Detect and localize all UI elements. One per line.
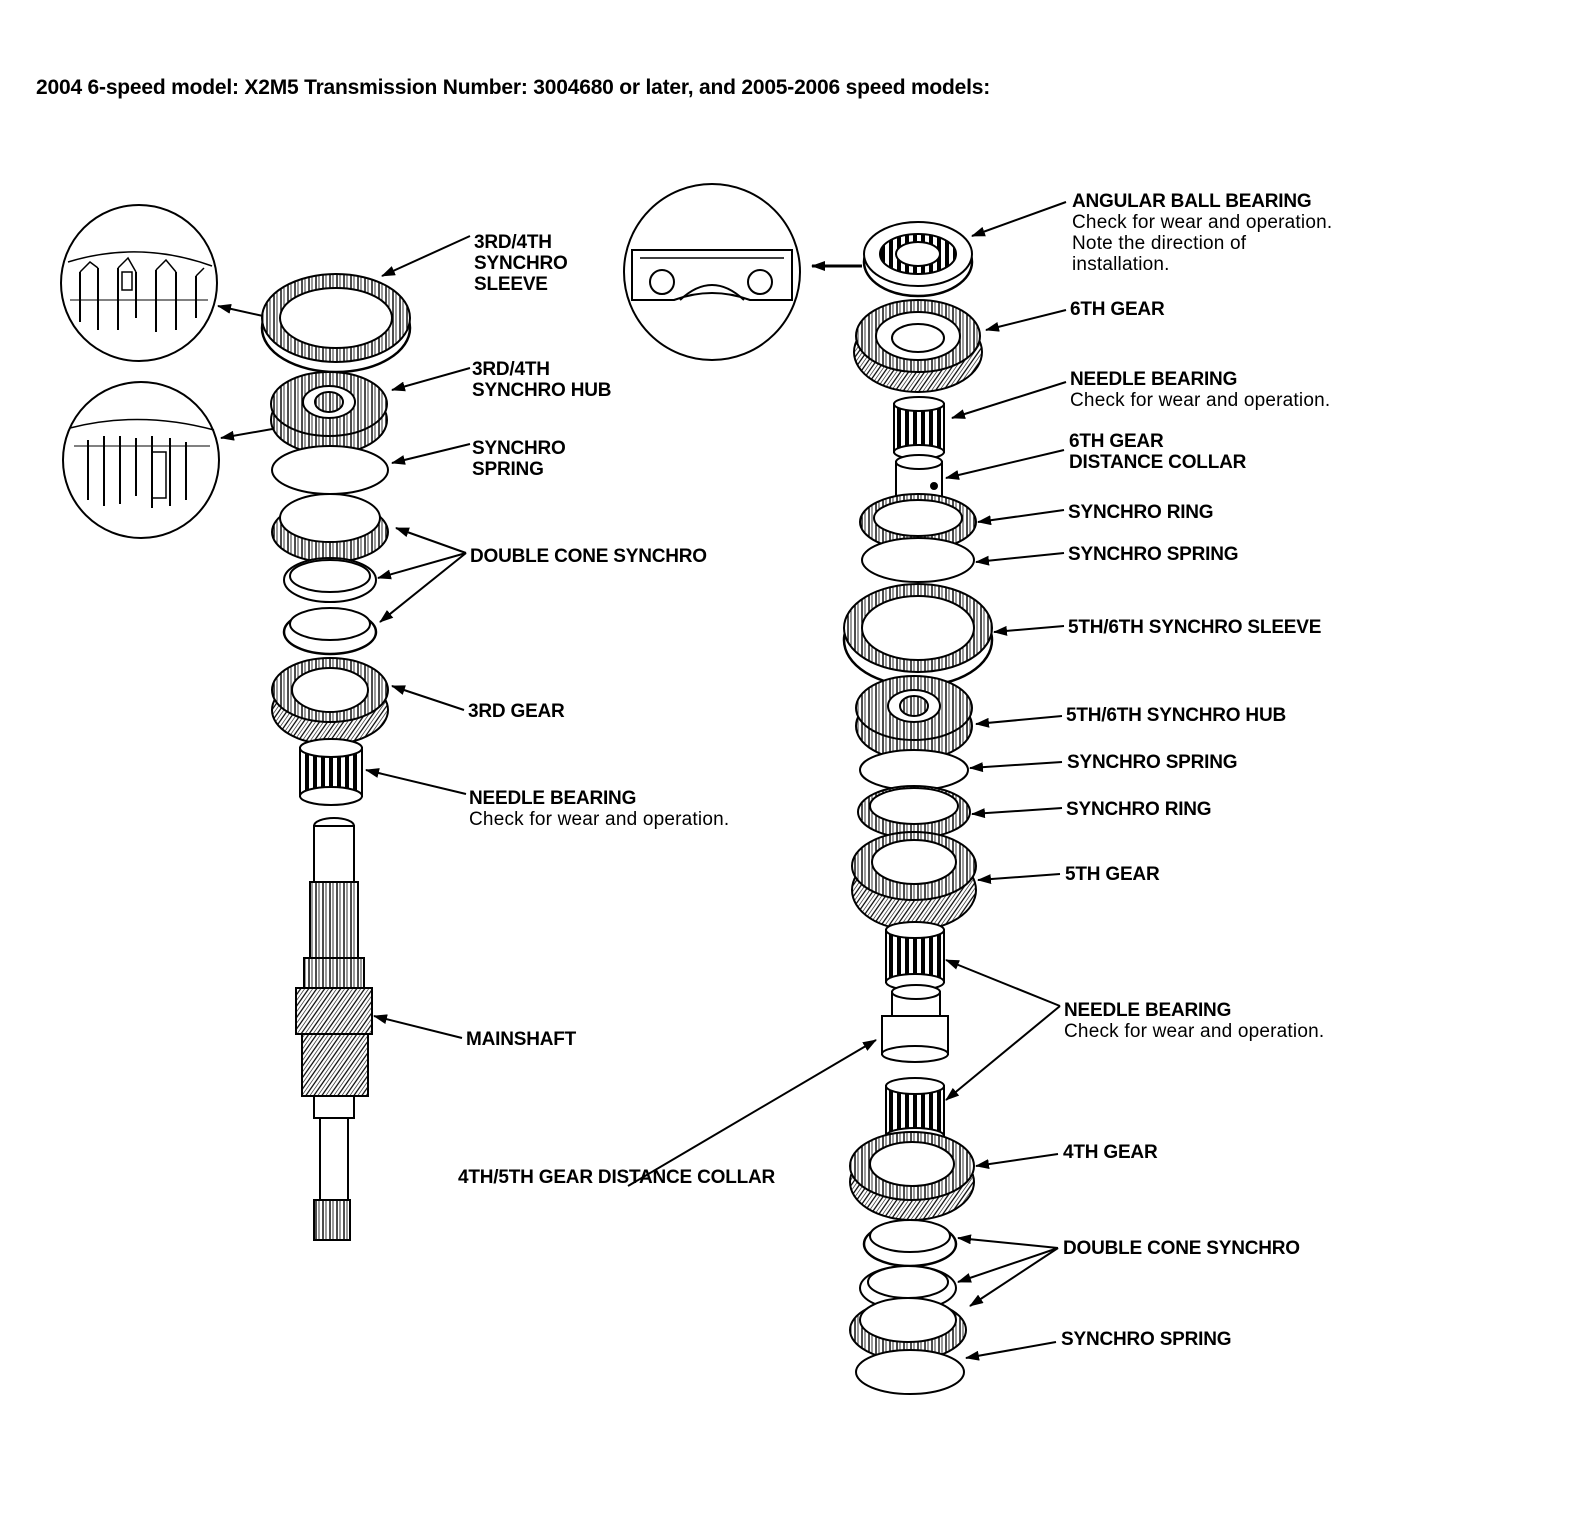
label-synchro-spring-3: SYNCHRO SPRING: [1061, 1329, 1232, 1350]
sixth-gear-part: [853, 299, 983, 393]
sleeve-detail-circle: [60, 204, 218, 362]
label-left-double-cone-synchro: DOUBLE CONE SYNCHRO: [470, 546, 707, 567]
fourth-gear-part: [849, 1131, 975, 1221]
fifth-gear-part: [851, 831, 977, 931]
label-right-double-cone-synchro: DOUBLE CONE SYNCHRO: [1063, 1238, 1300, 1259]
left-synchro-sleeve-part: [260, 273, 412, 374]
diagram-title: 2004 6-speed model: X2M5 Transmission Nu…: [36, 76, 991, 99]
label-left-synchro-spring: SYNCHRO SPRING: [472, 438, 566, 480]
label-sixth-collar: 6TH GEAR DISTANCE COLLAR: [1069, 431, 1247, 473]
right-needle-bearing-1-part: [893, 396, 945, 460]
right-synchro-spring-1-part: [861, 537, 975, 583]
label-left-synchro-hub: 3RD/4TH SYNCHRO HUB: [472, 359, 612, 401]
left-double-cone-part: [271, 493, 389, 656]
bearing-detail-circle: [623, 183, 801, 361]
left-needle-bearing-part: [299, 738, 363, 806]
label-right-needle-bearing-1: NEEDLE BEARING Check for wear and operat…: [1070, 369, 1331, 411]
synchro-hub-56-part: [855, 675, 973, 761]
label-angular-ball-bearing: ANGULAR BALL BEARING Check for wear and …: [1072, 191, 1333, 275]
right-assembly: [623, 183, 1067, 1395]
label-synchro-sleeve-56: 5TH/6TH SYNCHRO SLEEVE: [1068, 617, 1322, 638]
angular-ball-bearing-part: [862, 221, 974, 298]
right-synchro-spring-3-part: [855, 1349, 965, 1395]
left-mainshaft-part: [295, 817, 373, 1241]
label-left-synchro-sleeve: 3RD/4TH SYNCHRO SLEEVE: [474, 232, 568, 295]
hub-detail-circle: [62, 381, 220, 539]
label-mainshaft: MAINSHAFT: [466, 1029, 577, 1050]
label-right-needle-bearing-2: NEEDLE BEARING Check for wear and operat…: [1064, 1000, 1325, 1042]
label-fourth-gear: 4TH GEAR: [1063, 1142, 1158, 1163]
left-synchro-hub-part: [270, 371, 388, 455]
label-synchro-spring-1: SYNCHRO SPRING: [1068, 544, 1239, 565]
right-needle-bearing-2-part: [885, 921, 945, 991]
left-third-gear-part: [271, 657, 389, 745]
right-synchro-spring-2-part: [859, 749, 969, 791]
label-left-needle-bearing: NEEDLE BEARING Check for wear and operat…: [469, 788, 730, 830]
synchro-sleeve-56-part: [842, 583, 994, 688]
label-fifth-gear: 5TH GEAR: [1065, 864, 1160, 885]
label-sixth-gear: 6TH GEAR: [1070, 299, 1165, 320]
left-synchro-spring-part: [271, 445, 389, 495]
distance-collar-45-part: [881, 984, 949, 1063]
right-double-cone-part: [849, 1219, 967, 1361]
label-third-gear: 3RD GEAR: [468, 701, 565, 722]
label-synchro-ring-1: SYNCHRO RING: [1068, 502, 1214, 523]
left-assembly: [60, 204, 471, 1241]
label-synchro-spring-2: SYNCHRO SPRING: [1067, 752, 1238, 773]
label-synchro-hub-56: 5TH/6TH SYNCHRO HUB: [1066, 705, 1286, 726]
label-synchro-ring-2: SYNCHRO RING: [1066, 799, 1212, 820]
label-distance-collar-45: 4TH/5TH GEAR DISTANCE COLLAR: [458, 1167, 776, 1188]
